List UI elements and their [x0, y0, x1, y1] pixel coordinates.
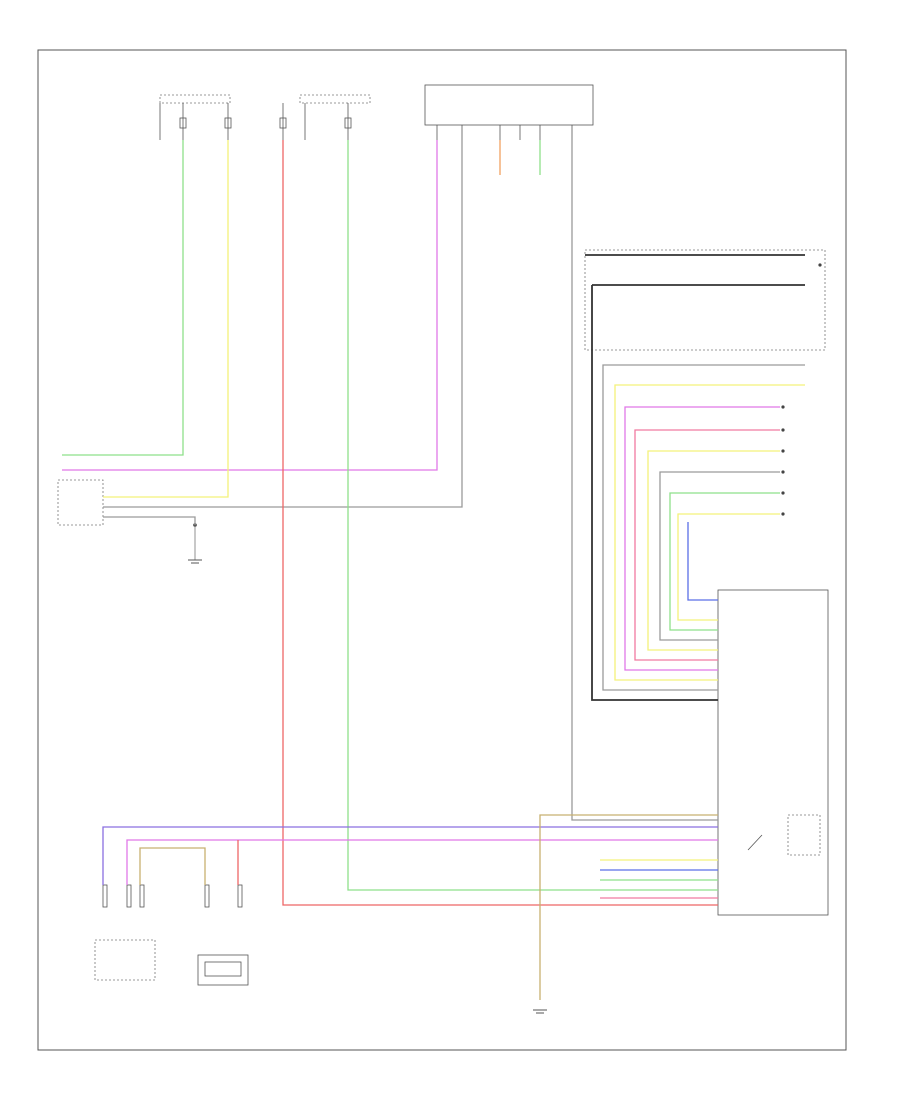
fuse-cluster-left — [159, 94, 371, 140]
wire-tan-bot — [139, 847, 206, 885]
wire-purple-bottom — [102, 826, 718, 885]
wire-red-main — [282, 140, 718, 906]
page-frame — [37, 49, 847, 1051]
wires — [62, 140, 805, 1000]
wire-yellow-s2 — [614, 384, 805, 681]
wire-gray-s6 — [659, 471, 780, 641]
wire-gray-brake — [103, 140, 463, 508]
power-supply-box-1 — [159, 94, 231, 104]
wire-pink-s4 — [634, 429, 780, 661]
module-pins — [436, 125, 573, 140]
ground-symbol-1 — [188, 559, 202, 564]
fuse-2 — [224, 117, 232, 129]
wire-black-shift1 — [591, 285, 718, 701]
fuse-4 — [344, 117, 352, 129]
wire-gray-s1 — [602, 364, 805, 691]
ground-symbol-2 — [533, 1009, 547, 1014]
electronic-switch-box — [197, 954, 249, 986]
wire-magenta-s3 — [624, 406, 780, 671]
selector-lever-box — [717, 589, 829, 916]
right-connector-dots — [781, 263, 822, 516]
wire-yellow-s5 — [647, 450, 780, 651]
wire-gray-brake2 — [103, 516, 196, 525]
fuse-3 — [279, 117, 287, 129]
wire-gray-right — [571, 140, 718, 821]
selector-switch-inner — [787, 814, 821, 856]
electronic-switch-inner — [204, 961, 242, 977]
brake-light-switch-box — [57, 479, 104, 526]
convenience-module-box — [424, 84, 594, 126]
wire-green-left — [62, 140, 184, 456]
wire-yellow-left — [103, 140, 229, 498]
steering-column-module-box — [94, 939, 156, 981]
wire-magenta-bot — [126, 839, 718, 885]
wire-yellow-s8 — [677, 513, 780, 621]
wire-magenta-top — [62, 140, 438, 471]
fuse-1 — [179, 117, 187, 129]
shift-lock-module-box — [584, 249, 826, 351]
wire-green-main — [347, 140, 718, 891]
wire-tan-ground — [539, 814, 718, 1000]
wire-green-s7 — [669, 492, 780, 631]
bottom-connector-lugs — [102, 884, 243, 908]
power-supply-box-2 — [299, 94, 371, 104]
wire-blue-s9 — [687, 522, 718, 601]
